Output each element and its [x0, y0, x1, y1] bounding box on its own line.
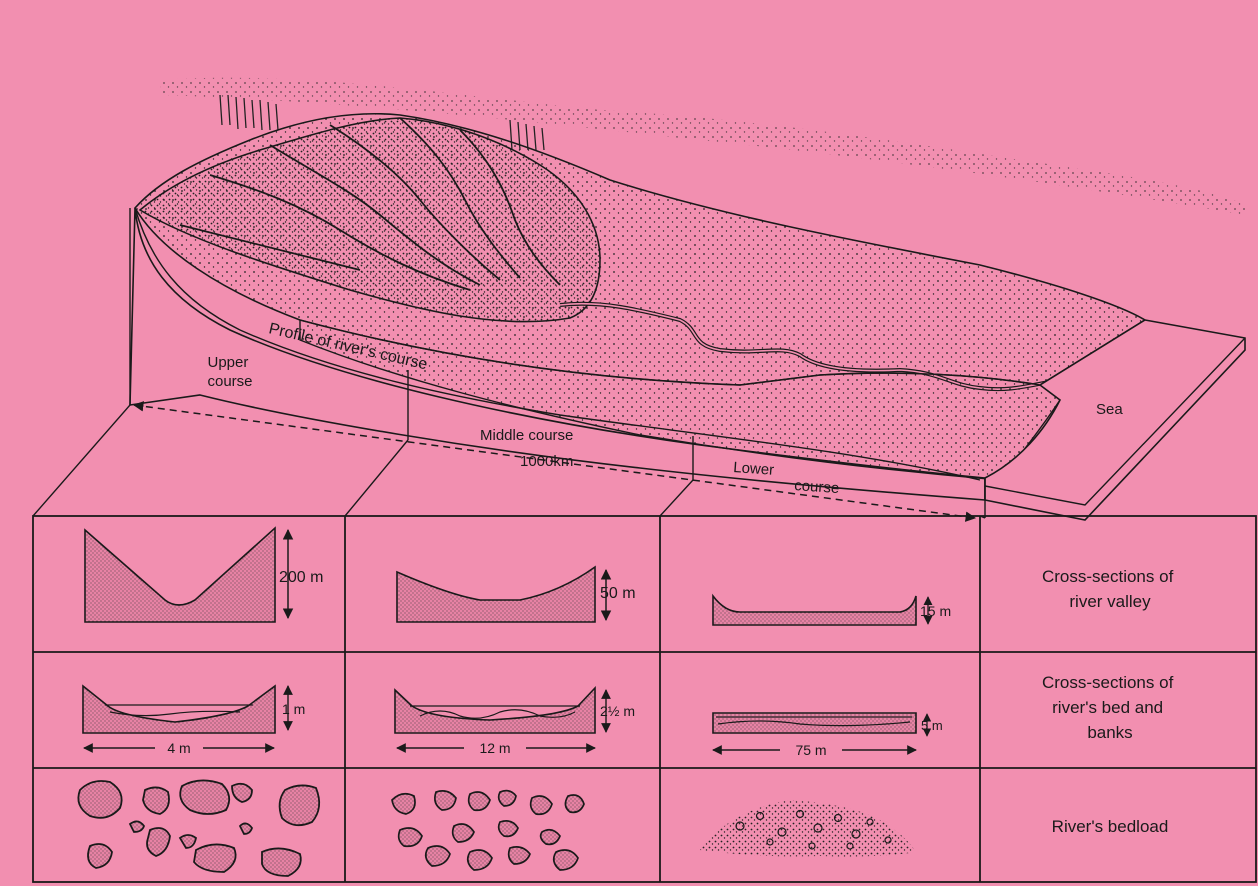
valley-middle-height: 50 m	[600, 585, 636, 602]
bed-middle-depth: 2½ m	[600, 703, 635, 719]
bed-middle-width: 12 m	[479, 740, 510, 756]
distance-label: 1000km	[520, 453, 573, 470]
landscape-block: Upper course Profile of river's course M…	[33, 78, 1245, 520]
valley-upper-height: 200 m	[279, 569, 323, 586]
bed-section-lower: 5 m 75 m	[713, 713, 943, 759]
bed-lower-depth: 5 m	[921, 718, 943, 733]
bed-section-middle: 2½ m 12 m	[395, 688, 635, 757]
valley-lower-height: 15 m	[920, 603, 951, 619]
valley-caption: Cross-sections of river valley	[1042, 567, 1178, 611]
valley-section-lower: 15 m	[713, 596, 951, 625]
middle-course-label: Middle course	[480, 427, 573, 444]
bed-upper-width: 4 m	[167, 740, 190, 756]
bedload-lower	[700, 800, 916, 857]
lower-course-label-1: Lower	[733, 459, 775, 479]
valley-section-upper: 200 m	[85, 528, 323, 622]
lower-course-label-2: course	[794, 477, 840, 497]
valley-section-middle: 50 m	[397, 567, 636, 622]
bedload-upper	[78, 780, 319, 876]
sea-label: Sea	[1096, 401, 1123, 418]
bed-lower-width: 75 m	[795, 742, 826, 758]
bed-caption: Cross-sections of river's bed and banks	[1042, 673, 1178, 742]
bedload-middle	[392, 791, 584, 870]
bedload-caption: River's bedload	[1052, 817, 1169, 836]
bed-upper-depth: 1 m	[282, 701, 305, 717]
bed-section-upper: 1 m 4 m	[83, 686, 305, 757]
